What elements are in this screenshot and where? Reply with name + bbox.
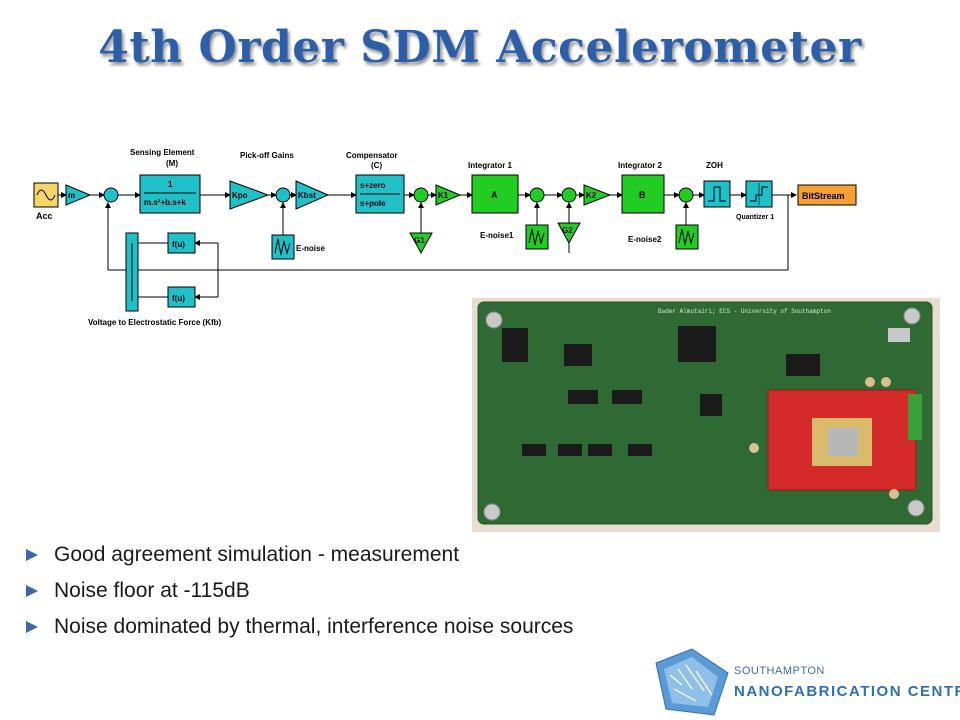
sum-junction-5 xyxy=(561,187,577,203)
sum-junction-4 xyxy=(529,187,545,203)
kbst-label: Kbst xyxy=(298,191,316,200)
kpo-label: Kpo xyxy=(232,191,248,200)
sensing-subtitle: (M) xyxy=(166,159,178,168)
pcb-chips xyxy=(502,326,820,456)
integrator2-block xyxy=(621,174,665,214)
bullet-text: Noise dominated by thermal, interference… xyxy=(54,615,574,638)
integrator2-title: Integrator 2 xyxy=(618,161,663,170)
zoh-block xyxy=(703,180,731,208)
integrator2-label: B xyxy=(639,190,646,200)
bullet-text: Good agreement simulation - measurement xyxy=(54,543,460,566)
logo-name: NANOFABRICATION CENTRE xyxy=(734,683,960,700)
integrator1-block xyxy=(471,174,519,214)
k1-label: K1 xyxy=(438,191,449,200)
pcb-gold-pads xyxy=(749,377,899,499)
logo-subtitle: SOUTHAMPTON xyxy=(734,665,825,677)
sensing-title: Sensing Element xyxy=(130,148,195,157)
logo-mark-icon xyxy=(655,648,729,716)
fu-bottom-block xyxy=(167,286,196,308)
bitstream-label: BitStream xyxy=(802,191,845,201)
sensing-denominator: m.s²+b.s+k xyxy=(144,198,186,207)
fu-top-block xyxy=(167,232,196,254)
bullet-arrow-icon xyxy=(26,621,38,633)
k1-block xyxy=(435,184,462,206)
sensing-element-block xyxy=(139,174,201,214)
integrator1-title: Integrator 1 xyxy=(468,161,513,170)
sensing-numerator: 1 xyxy=(168,180,173,189)
pcb-photo: Bader Almutairi; ECS - University of Sou… xyxy=(472,298,940,532)
compensator-subtitle: (C) xyxy=(371,161,382,170)
k2-label: K2 xyxy=(586,191,597,200)
bullet-arrow-icon xyxy=(26,549,38,561)
compensator-denominator: s+pole xyxy=(360,199,386,208)
compensator-numerator: s+zero xyxy=(360,181,386,190)
bullet-text: Noise floor at -115dB xyxy=(54,579,250,602)
pcb-board-text: Bader Almutairi; ECS - University of Sou… xyxy=(658,308,831,315)
fu-bottom-label: f(u) xyxy=(172,294,185,303)
e-noise2-label: E-noise2 xyxy=(628,235,662,244)
sdm-block-diagram: Acc m Sensing Element (M) 1 m.s²+b.s+k P… xyxy=(33,148,857,327)
bitstream-block xyxy=(797,184,857,206)
bullet-arrow-icon xyxy=(26,585,38,597)
gain-m-block xyxy=(65,184,92,206)
slide-title: 4th Order SDM Accelerometer xyxy=(98,22,862,73)
nanofabrication-centre-logo: SOUTHAMPTON NANOFABRICATION CENTRE xyxy=(652,645,960,720)
sum-junction-2 xyxy=(275,187,291,203)
compensator-title: Compensator xyxy=(346,151,398,160)
pickoff-title: Pick-off Gains xyxy=(240,151,294,160)
pcb-usb-connector xyxy=(888,328,910,342)
bullet-item: Noise dominated by thermal, interference… xyxy=(22,612,782,648)
sum-junction-1 xyxy=(103,187,119,203)
g1-block xyxy=(409,232,433,255)
zoh-title: ZOH xyxy=(706,161,723,170)
e-noise-label: E-noise xyxy=(296,244,325,253)
sum-junction-3 xyxy=(413,187,429,203)
gain-m-label: m xyxy=(68,191,75,200)
e-noise1-label: E-noise1 xyxy=(480,231,514,240)
pcb-terminal-block xyxy=(908,394,922,440)
bullet-item: Good agreement simulation - measurement xyxy=(22,540,782,576)
g2-block xyxy=(557,222,581,245)
bullet-item: Noise floor at -115dB xyxy=(22,576,782,612)
bullet-list: Good agreement simulation - measurement … xyxy=(22,540,782,648)
acc-label: Acc xyxy=(36,211,53,221)
sum-junction-6 xyxy=(678,187,694,203)
g1-label: G1 xyxy=(414,236,425,245)
g2-label: G2 xyxy=(562,226,573,235)
feedback-label: Voltage to Electrostatic Force (Kfb) xyxy=(88,318,222,327)
quantizer-label: Quantizer 1 xyxy=(736,214,774,221)
k2-block xyxy=(583,184,612,206)
pcb-mount-screws xyxy=(483,307,925,521)
integrator1-label: A xyxy=(491,190,498,200)
fu-top-label: f(u) xyxy=(172,240,185,249)
kpo-block xyxy=(229,180,270,210)
kbst-block xyxy=(295,180,330,210)
